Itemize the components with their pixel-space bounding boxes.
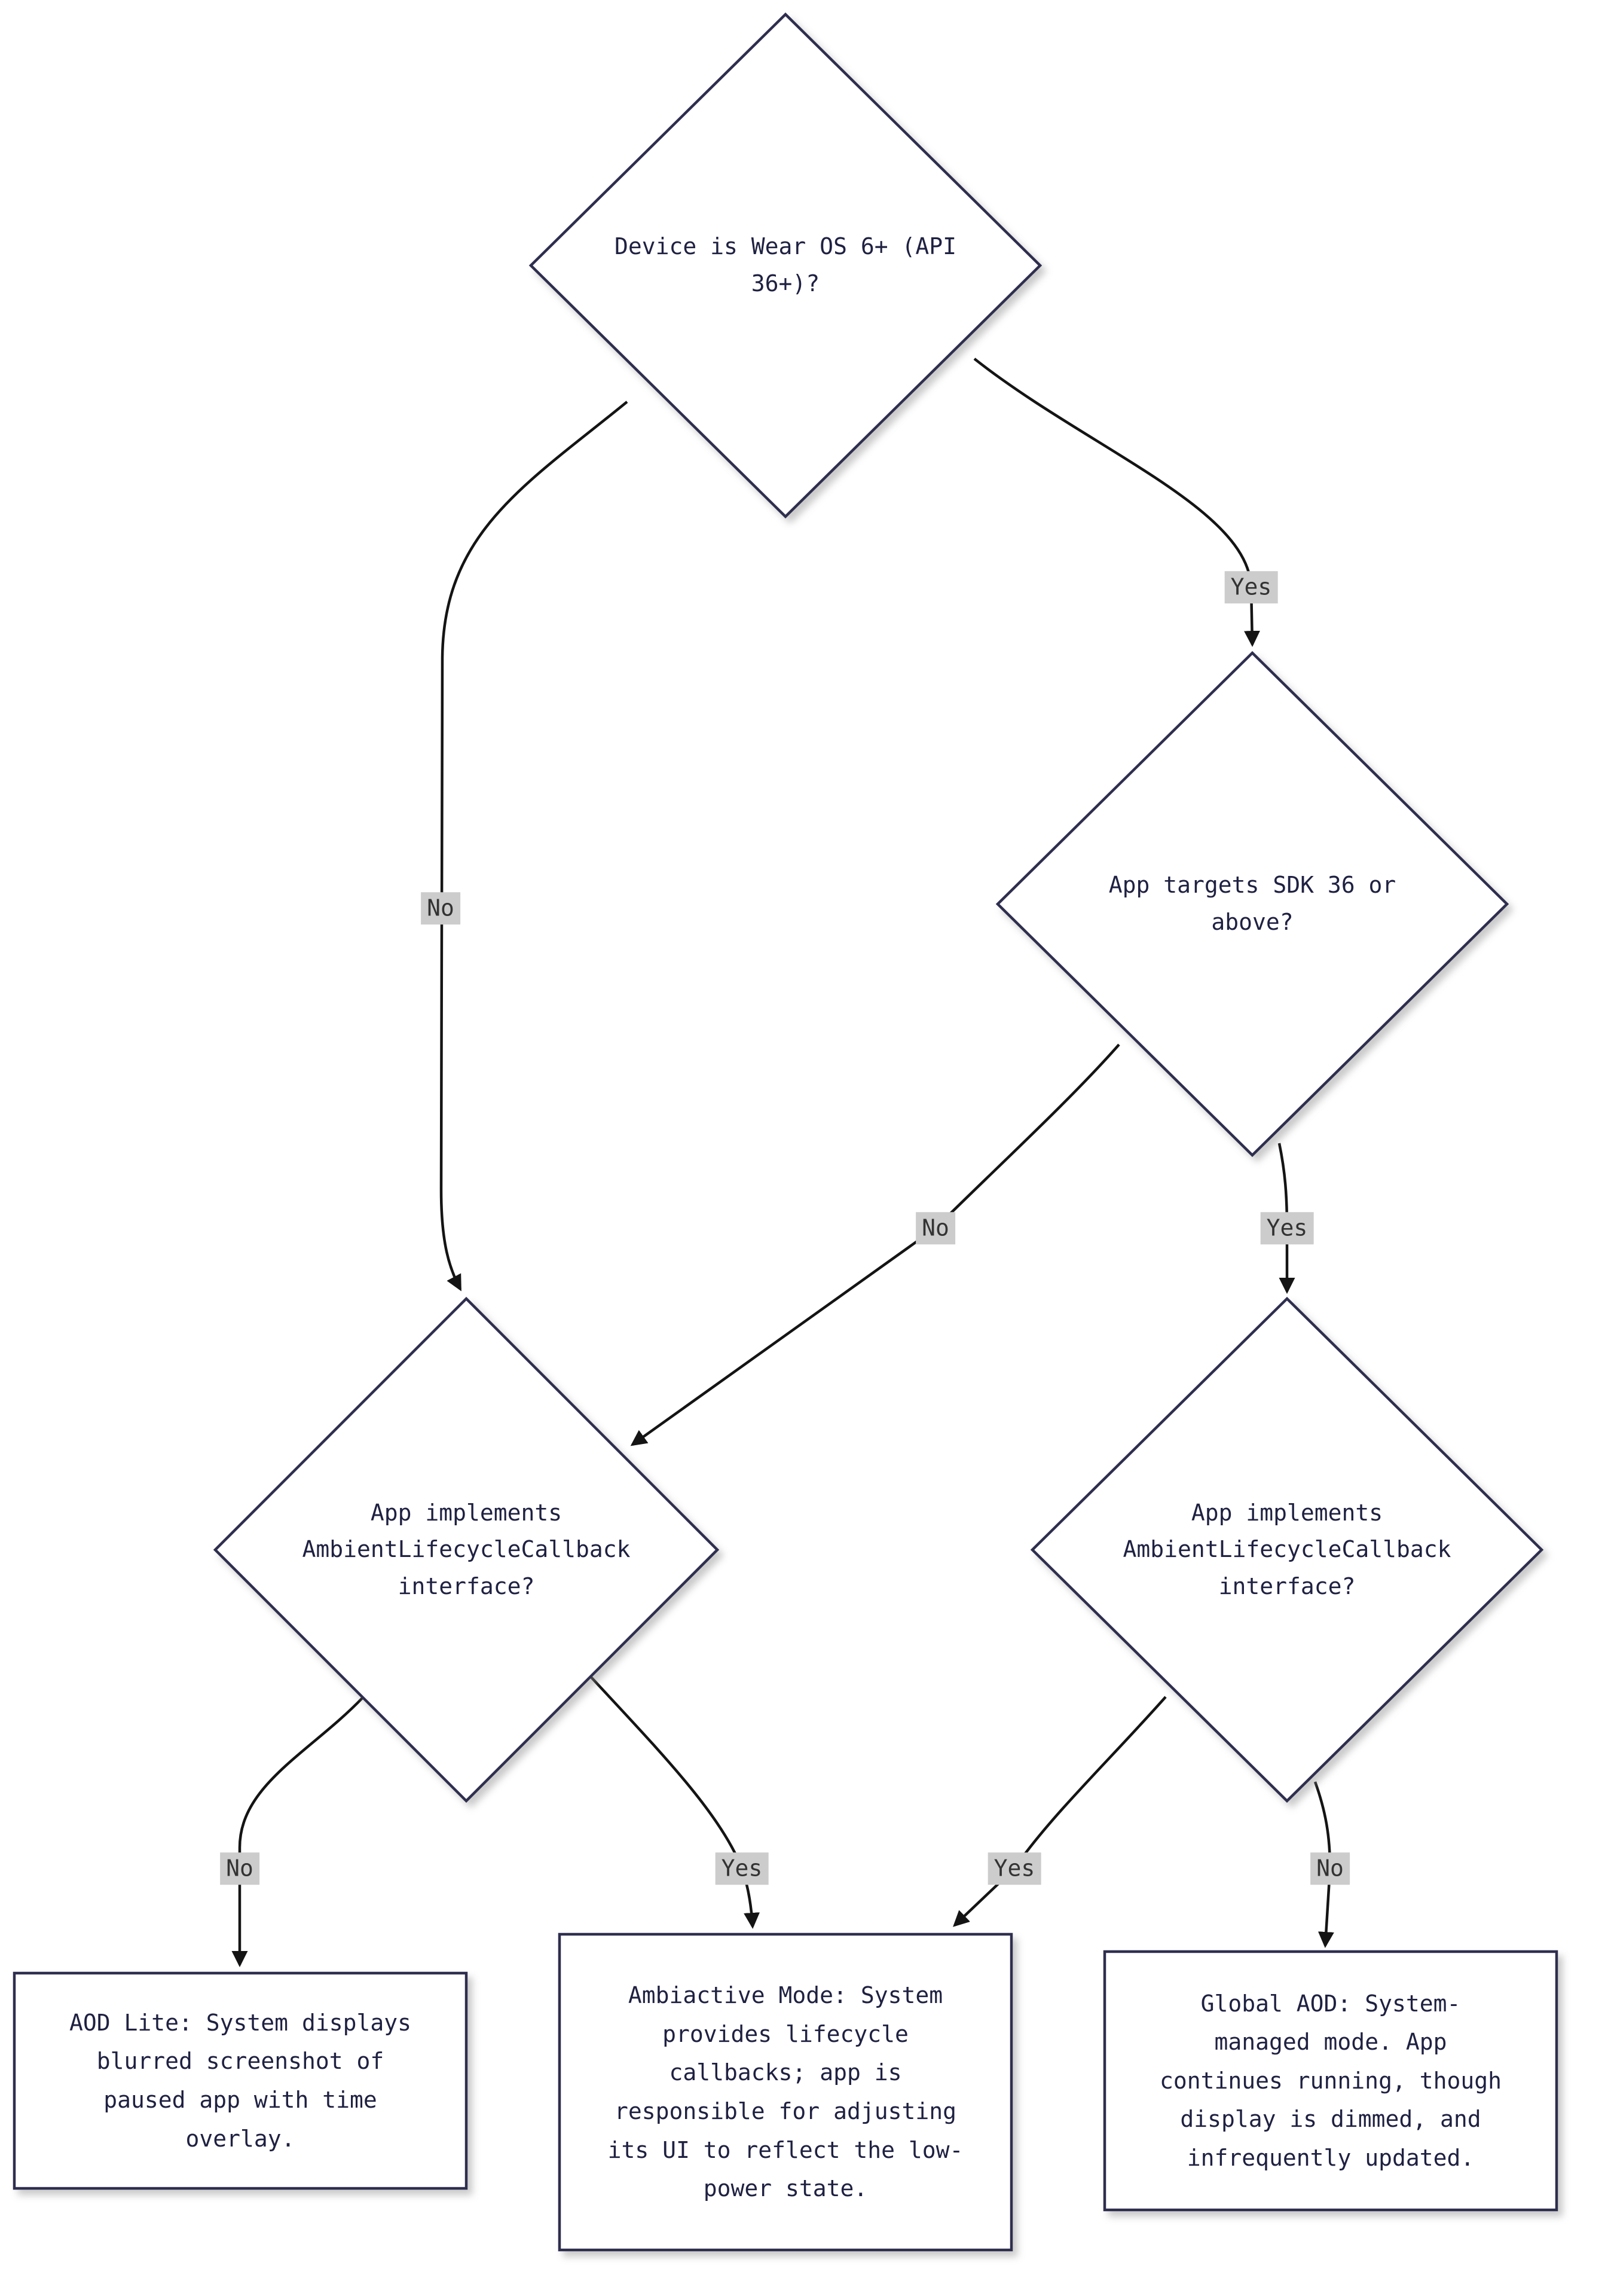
edge-label-ambient-right-no: No [1310,1852,1350,1885]
decision-label-wearos: Device is Wear OS 6+ (API 36+)? [615,233,956,297]
edge-wearos-no [439,401,628,1292]
edge-label-ambient-left-no: No [220,1852,259,1885]
edge-ambient-left-yes [582,1667,760,1929]
decision-label-ambient-left: App implements AmbientLifecycleCallback … [302,1499,631,1599]
edge-ambient-right-yes [953,1696,1167,1927]
edge-label-ambient-right-yes: Yes [988,1852,1041,1885]
terminal-label-ambiactive: Ambiactive Mode: System provides lifecyc… [607,1982,964,2202]
edge-wearos-yes [973,358,1261,648]
decision-node-wearos [528,12,1043,519]
edge-label-wearos-yes: Yes [1224,571,1278,603]
decision-node-sdk [995,651,1509,1158]
edge-label-ambient-left-yes: Yes [715,1852,769,1885]
terminal-label-global-aod: Global AOD: System-managed mode. App con… [1160,1990,1502,2171]
terminal-label-aod-lite: AOD Lite: System displays blurred screen… [69,2009,411,2152]
edge-label-sdk-no: No [916,1212,955,1244]
decision-label-sdk: App targets SDK 36 or above? [1108,872,1396,935]
decision-node-ambient-left [213,1296,720,1803]
terminal-node-global-aod [1103,1950,1558,2212]
edge-label-wearos-no: No [421,892,460,924]
edge-label-sdk-yes: Yes [1260,1212,1314,1244]
edge-sdk-no [630,1043,1120,1446]
decision-label-ambient-right: App implements AmbientLifecycleCallback … [1123,1499,1451,1599]
terminal-node-aod-lite [13,1971,468,2190]
terminal-node-ambiactive [558,1932,1013,2252]
decision-node-ambient-right [1030,1296,1544,1803]
edge-ambient-left-no [231,1696,364,1968]
